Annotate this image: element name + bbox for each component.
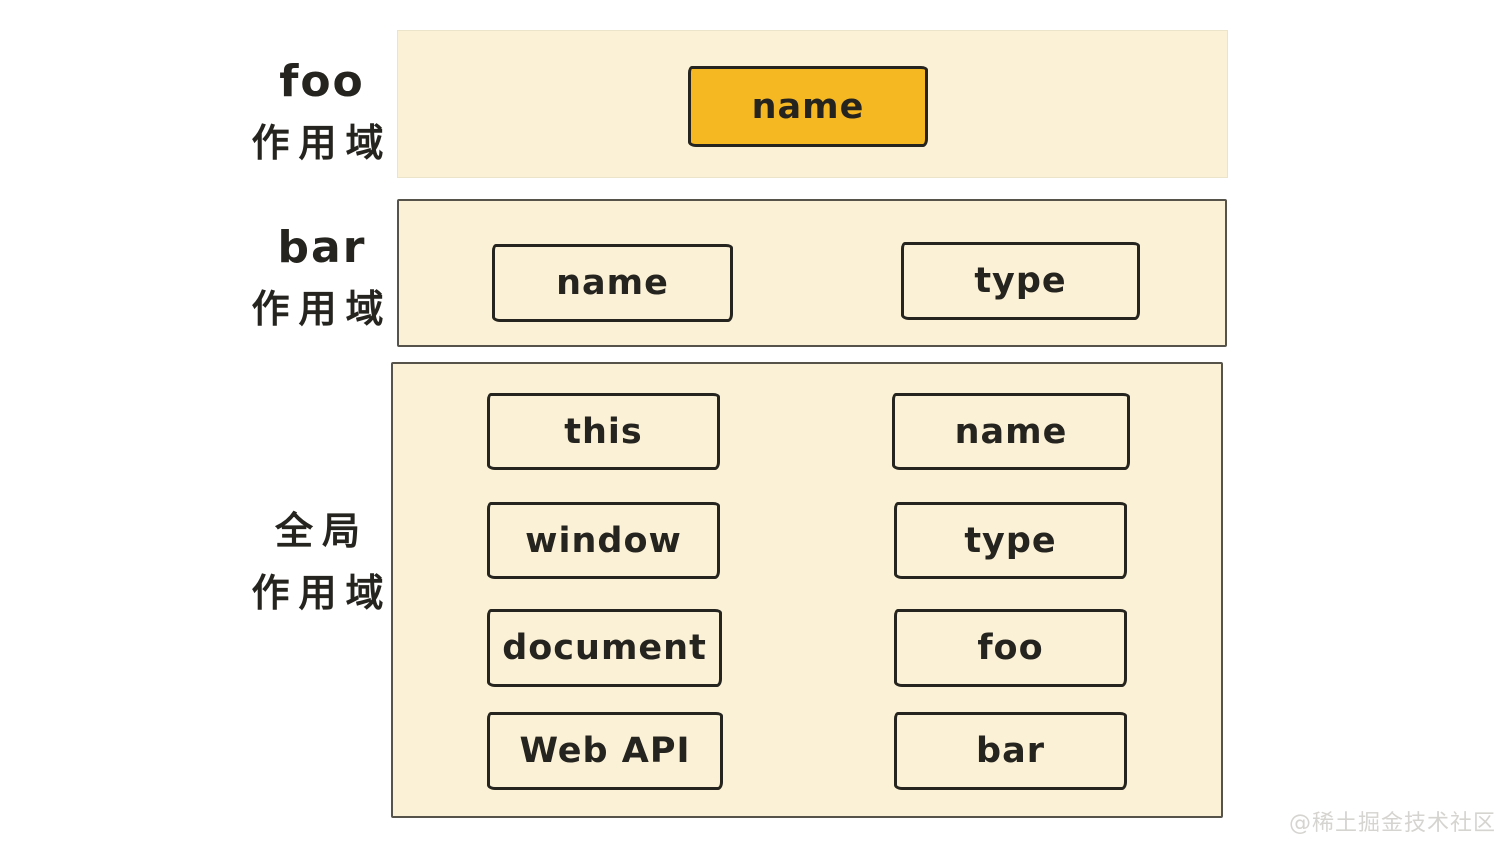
global-scope-label-name: 全局 <box>274 509 369 553</box>
variable-box-global-document: document <box>487 609 722 687</box>
variable-box-global-window: window <box>487 502 720 579</box>
variable-box-foo-name: name <box>688 66 928 147</box>
global-scope-label-cn: 作用域 <box>251 571 393 615</box>
variable-box-bar-name: name <box>492 244 733 322</box>
foo-scope-label-name: foo <box>279 56 365 107</box>
bar-scope-label-name: bar <box>277 222 367 273</box>
foo-scope-label: foo 作用域 <box>192 52 452 174</box>
variable-box-global-name: name <box>892 393 1130 470</box>
watermark-text: @稀土掘金技术社区 <box>1288 811 1496 836</box>
variable-box-global-webapi: Web API <box>487 712 723 790</box>
foo-scope-label-cn: 作用域 <box>251 121 393 165</box>
bar-scope-label: bar 作用域 <box>192 218 452 340</box>
global-scope-label: 全局 作用域 <box>192 500 452 624</box>
variable-box-global-bar: bar <box>894 712 1127 790</box>
variable-box-global-type: type <box>894 502 1127 579</box>
variable-box-global-this: this <box>487 393 720 470</box>
variable-box-bar-type: type <box>901 242 1140 320</box>
variable-box-global-foo: foo <box>894 609 1127 687</box>
bar-scope-label-cn: 作用域 <box>251 287 393 331</box>
